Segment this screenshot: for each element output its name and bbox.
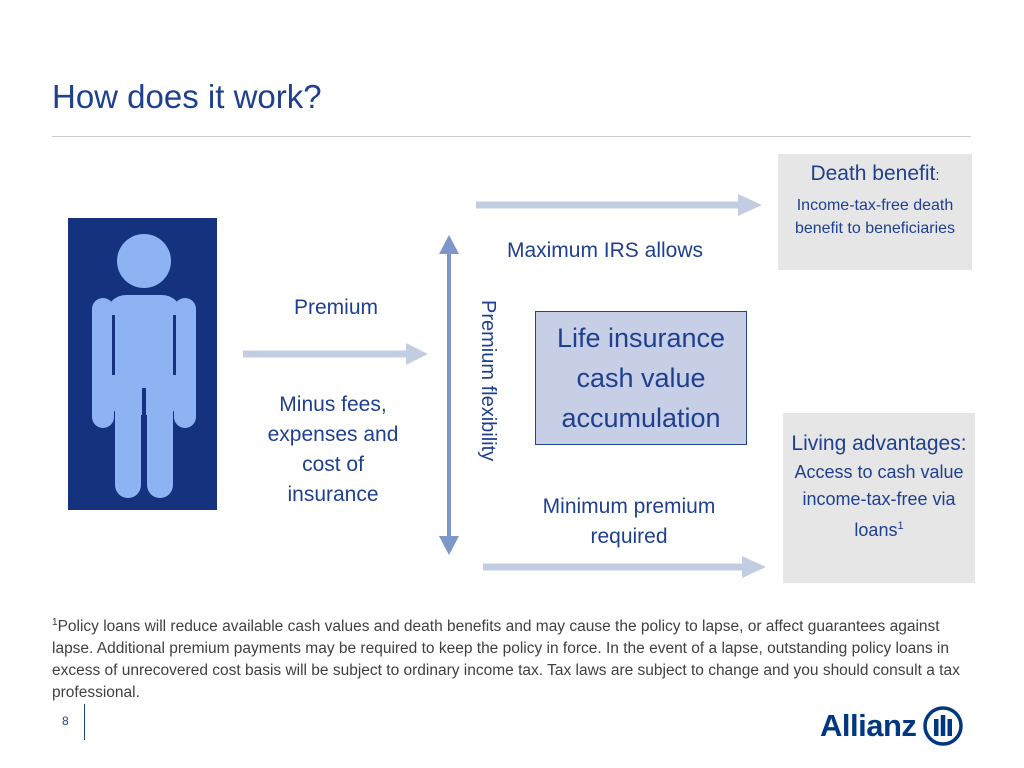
living-advantages-arrow: [483, 556, 766, 578]
fees-label: Minus fees, expenses and cost of insuran…: [267, 393, 399, 506]
footnote-marker: 1: [52, 617, 58, 628]
footnote-marker: 1: [897, 520, 904, 532]
slide-title: How does it work?: [52, 78, 322, 115]
living-advantages-box: Living advantages: Access to cash value …: [783, 413, 975, 583]
death-benefit-box: Death benefit: Income-tax-free death ben…: [778, 154, 972, 270]
footnote-text: Policy loans will reduce available cash …: [52, 618, 960, 702]
footnote: 1Policy loans will reduce available cash…: [52, 612, 972, 704]
page-divider: [84, 704, 85, 740]
premium-arrow: [243, 343, 428, 365]
page-number: 8: [62, 714, 69, 728]
living-advantages-text-body: Access to cash value income-tax-free via…: [794, 462, 964, 540]
cash-value-label: Life insurance cash value accumulation: [556, 323, 726, 433]
death-benefit-colon: :: [935, 167, 940, 184]
minimum-premium-label: Minimum premium required: [542, 495, 716, 548]
person-figure-icon: [92, 234, 196, 498]
allianz-eagle-icon: [923, 706, 964, 746]
death-benefit-title-text: Death benefit: [810, 162, 936, 185]
death-benefit-title: Death benefit:: [778, 162, 972, 186]
cash-value-box: Life insurance cash value accumulation: [535, 311, 747, 445]
death-benefit-arrow: [476, 194, 762, 216]
premium-flexibility-label: Premium flexibility: [477, 300, 499, 462]
living-advantages-text: Access to cash value income-tax-free via…: [783, 459, 975, 544]
premium-flexibility-arrow: [439, 235, 459, 555]
death-benefit-text: Income-tax-free death benefit to benefic…: [794, 197, 956, 237]
logo-text: Allianz: [820, 708, 917, 743]
title-divider: [52, 136, 971, 137]
person-panel: [68, 218, 217, 510]
living-advantages-title: Living advantages:: [791, 432, 967, 455]
allianz-logo: Allianz: [820, 706, 964, 746]
premium-label: Premium: [293, 296, 378, 319]
maximum-irs-label: Maximum IRS allows: [506, 239, 704, 262]
